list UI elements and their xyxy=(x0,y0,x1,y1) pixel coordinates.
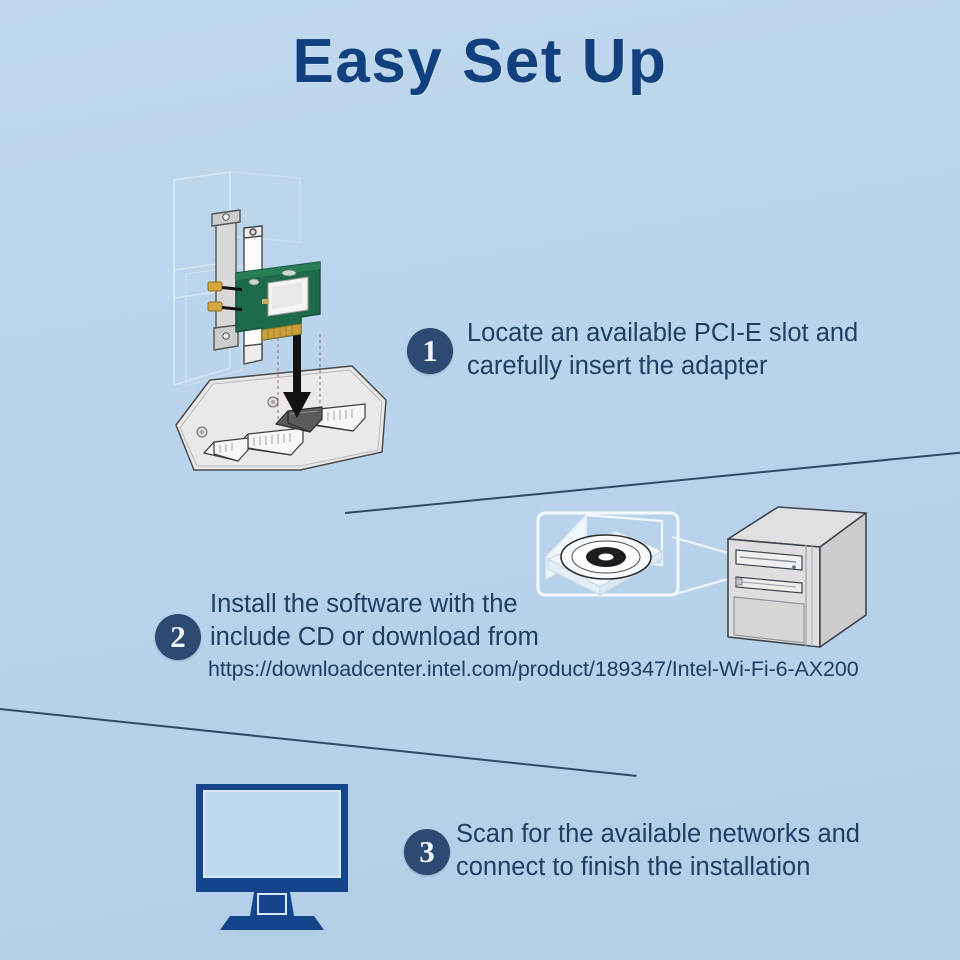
step-3-line-1: Scan for the available networks and xyxy=(456,820,860,848)
step-2-line-2: include CD or download from xyxy=(210,623,539,651)
step-1-line-1: Locate an available PCI-E slot and xyxy=(467,319,859,347)
page-title: Easy Set Up xyxy=(292,27,668,96)
step-3-badge: 3 xyxy=(404,829,450,875)
section-divider-2 xyxy=(0,708,637,777)
monitor-illustration xyxy=(190,780,380,936)
step-2-line-1: Install the software with the xyxy=(210,590,518,618)
step-1-badge: 1 xyxy=(407,328,453,374)
step-2-text: Install the software with the include CD… xyxy=(210,588,539,654)
step-1-line-2: carefully insert the adapter xyxy=(467,352,768,380)
step-3-line-2: connect to finish the installation xyxy=(456,853,811,881)
step-2-badge: 2 xyxy=(155,614,201,660)
cd-install-illustration xyxy=(520,495,880,670)
step-3-text: Scan for the available networks and conn… xyxy=(456,818,860,884)
pcie-card-installation-illustration xyxy=(150,170,420,471)
step-1-text: Locate an available PCI-E slot and caref… xyxy=(467,317,858,383)
download-url[interactable]: https://downloadcenter.intel.com/product… xyxy=(208,657,859,681)
